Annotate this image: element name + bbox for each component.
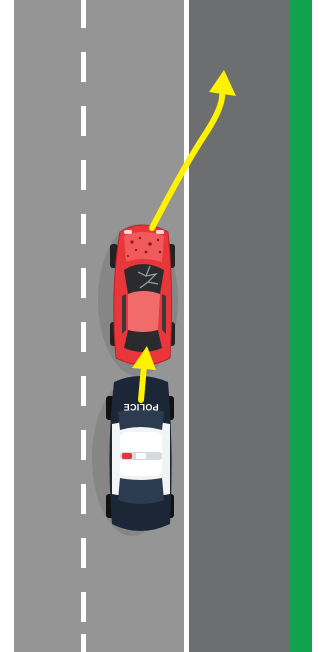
red-car-windshield: [124, 264, 164, 294]
red-car-side-window: [162, 294, 166, 334]
police-light-red: [122, 453, 132, 459]
police-car-rear-window: [118, 478, 164, 504]
red-car-roof: [128, 291, 160, 332]
edge-line: [184, 0, 189, 652]
red-car-headlight: [124, 230, 132, 234]
red-car-side-window: [122, 294, 126, 334]
police-label: POLICE: [123, 402, 158, 412]
police-light-white: [136, 453, 146, 459]
red-car-rear-window: [124, 330, 162, 352]
red-car-headlight: [156, 230, 164, 234]
push-arrow-shaft: [141, 366, 144, 400]
shoulder: [188, 0, 290, 652]
red-car-hood: [124, 232, 164, 262]
grass-strip: [290, 0, 312, 652]
red-car: [98, 224, 178, 376]
